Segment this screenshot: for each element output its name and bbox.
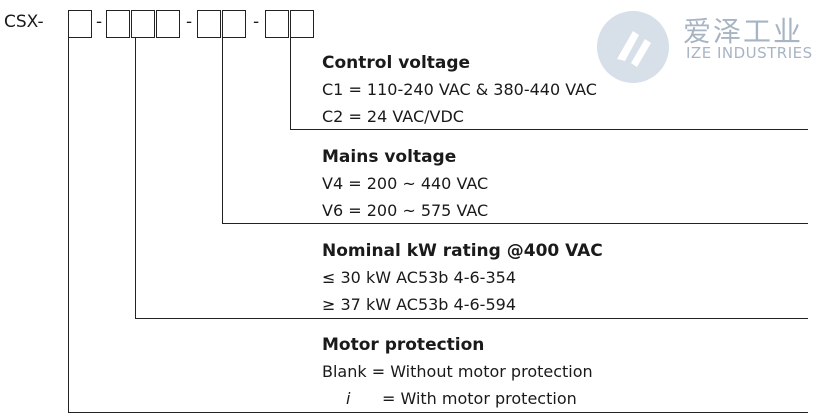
watermark-chinese-text: 爱泽工业 bbox=[683, 15, 804, 48]
control-voltage-title: Control voltage bbox=[322, 53, 471, 73]
nominal-rating-title: Nominal kW rating @400 VAC bbox=[322, 241, 603, 261]
control-voltage-option: C1 = 110-240 VAC & 380-440 VAC bbox=[322, 80, 597, 99]
motor-protection-option-i: = With motor protection bbox=[382, 389, 577, 408]
code-box-rating-1 bbox=[106, 10, 130, 38]
code-box-mains-1 bbox=[197, 10, 221, 38]
control-connector-vertical bbox=[290, 38, 291, 130]
motor-protection-i-symbol: i bbox=[346, 389, 351, 408]
mains-connector-vertical bbox=[222, 38, 223, 224]
nominal-rating-option: ≥ 37 kW AC53b 4-6-594 bbox=[322, 295, 516, 314]
mains-voltage-option: V4 = 200 ~ 440 VAC bbox=[322, 174, 489, 193]
nominal-rating-option: ≤ 30 kW AC53b 4-6-354 bbox=[322, 268, 516, 287]
control-voltage-option: C2 = 24 VAC/VDC bbox=[322, 107, 464, 126]
control-divider bbox=[290, 129, 808, 130]
code-box-control-1 bbox=[265, 10, 289, 38]
code-separator: - bbox=[96, 12, 103, 32]
code-box-mains-2 bbox=[222, 10, 246, 38]
watermark-logo-mark bbox=[617, 31, 651, 67]
code-box-control-2 bbox=[290, 10, 314, 38]
motor-protection-option-blank: Blank = Without motor protection bbox=[322, 362, 593, 381]
code-prefix: CSX- bbox=[4, 12, 44, 32]
motor-protection-title: Motor protection bbox=[322, 335, 485, 355]
watermark-logo-icon bbox=[597, 11, 669, 83]
code-separator: - bbox=[253, 12, 260, 32]
code-box-rating-3 bbox=[156, 10, 180, 38]
rating-connector-vertical bbox=[135, 38, 136, 319]
motor-connector-vertical bbox=[68, 38, 69, 413]
code-separator: - bbox=[186, 12, 193, 32]
mains-voltage-title: Mains voltage bbox=[322, 147, 457, 167]
motor-divider bbox=[68, 412, 808, 413]
code-box-motor-protection bbox=[68, 10, 92, 38]
mains-voltage-option: V6 = 200 ~ 575 VAC bbox=[322, 201, 489, 220]
mains-divider bbox=[222, 223, 808, 224]
rating-divider bbox=[135, 318, 808, 319]
watermark-english-text: IZE INDUSTRIES bbox=[686, 44, 813, 62]
code-box-rating-2 bbox=[131, 10, 155, 38]
